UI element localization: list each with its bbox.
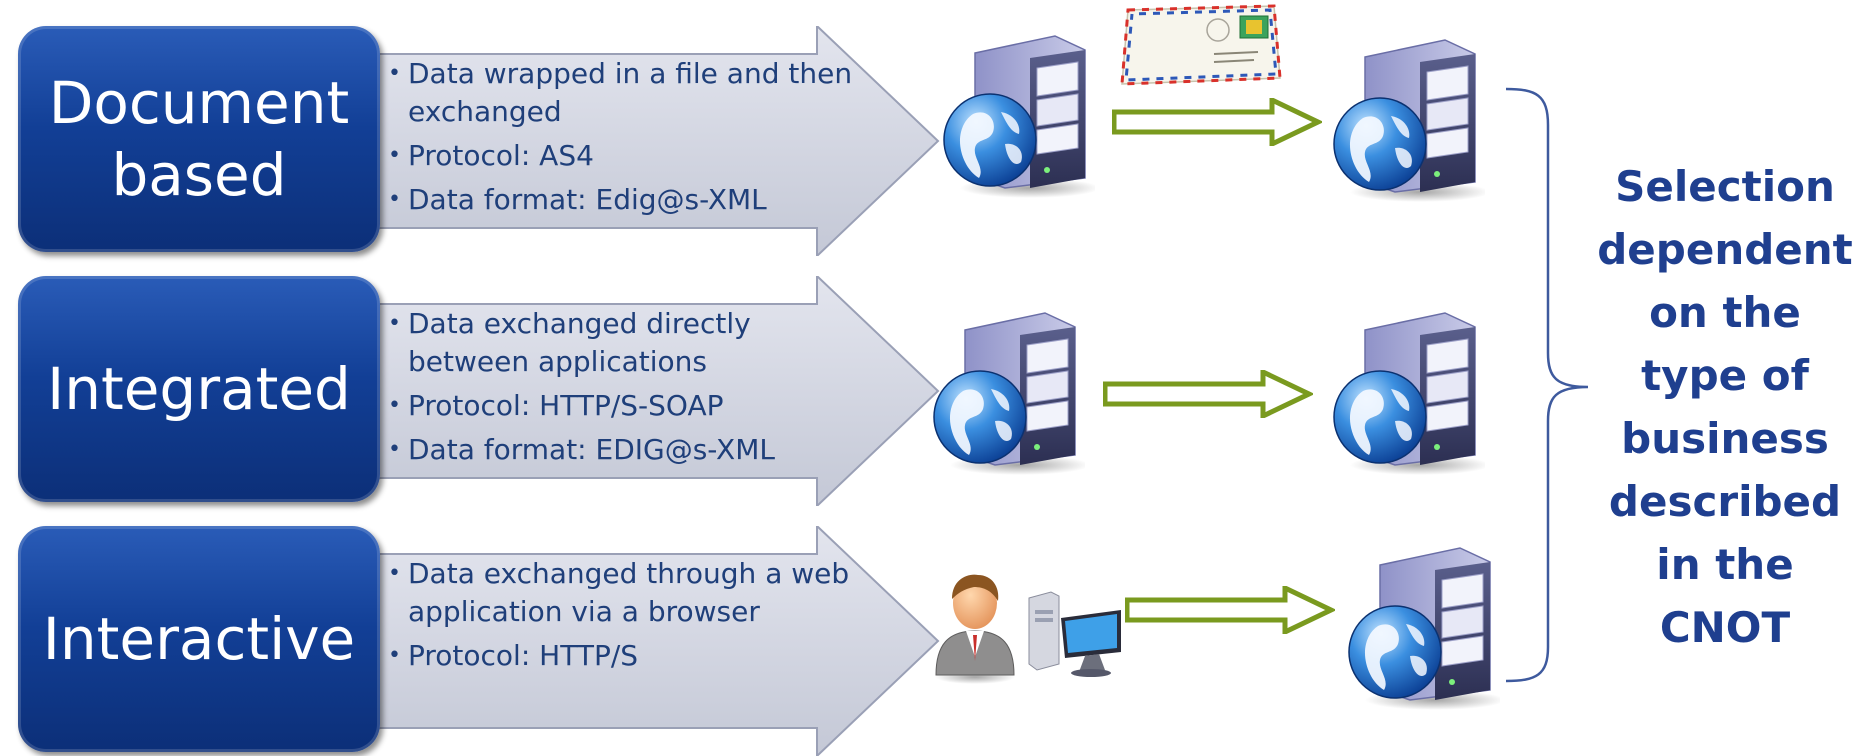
row-2-bullet: Data exchanged directly between applicat… xyxy=(388,305,858,381)
sender-server-2-icon xyxy=(925,305,1085,475)
sender-server-1-icon xyxy=(935,28,1095,198)
receiver-server-3-icon xyxy=(1340,540,1500,710)
row-3-category-label: Interactive xyxy=(42,605,356,673)
row-1-bullet-list: Data wrapped in a file and then exchange… xyxy=(388,55,858,225)
brace-icon xyxy=(1505,87,1589,683)
flow-arrow-2-icon xyxy=(1103,370,1313,418)
receiver-server-2-icon xyxy=(1325,305,1485,475)
desktop-computer-icon xyxy=(1028,591,1121,677)
receiver-server-1-icon xyxy=(1325,32,1485,202)
row-2-bullet-list: Data exchanged directly between applicat… xyxy=(388,305,858,475)
row-1-bullet: Data wrapped in a file and then exchange… xyxy=(388,55,858,131)
envelope-icon xyxy=(1120,4,1282,86)
row-3-bullet: Data exchanged through a web application… xyxy=(388,555,858,631)
row-1-category-box: Document based xyxy=(18,26,380,252)
flow-arrow-1-icon xyxy=(1112,98,1322,146)
user-icon xyxy=(935,574,1015,684)
row-3-bullet: Protocol: HTTP/S xyxy=(388,637,858,675)
row-2-bullet: Data format: EDIG@s-XML xyxy=(388,431,858,469)
conclusion-text: Selection dependent on the type of busin… xyxy=(1597,162,1853,652)
row-1-category-label: Document based xyxy=(48,69,350,209)
row-1-bullet: Data format: Edig@s-XML xyxy=(388,181,858,219)
row-2-category-box: Integrated xyxy=(18,276,380,502)
row-3-bullet-list: Data exchanged through a web application… xyxy=(388,555,858,681)
row-3-category-box: Interactive xyxy=(18,526,380,752)
row-1-bullet: Protocol: AS4 xyxy=(388,137,858,175)
flow-arrow-3-icon xyxy=(1125,586,1335,634)
row-2-category-label: Integrated xyxy=(47,355,351,423)
row-2-bullet: Protocol: HTTP/S-SOAP xyxy=(388,387,858,425)
